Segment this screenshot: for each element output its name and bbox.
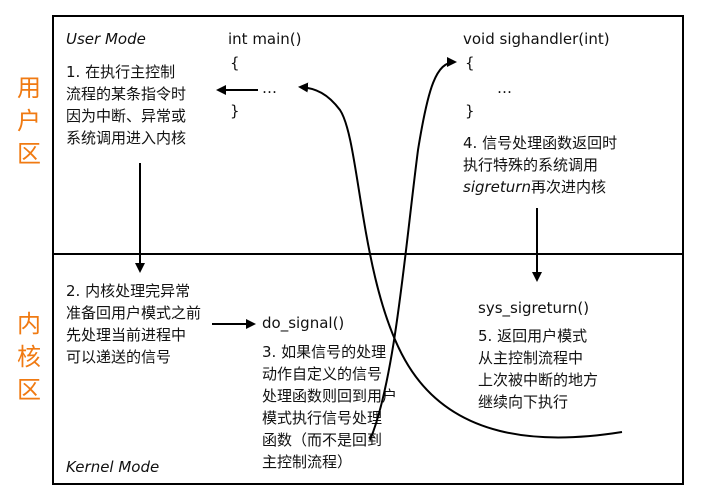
kernel-area-char-1: 内 bbox=[17, 310, 41, 338]
kernel-area-label: 内 核 区 bbox=[14, 308, 44, 407]
step-3-line-3: 处理函数则回到用户 bbox=[262, 387, 398, 405]
main-close-brace: } bbox=[230, 102, 240, 120]
step-4-tail: 再次进内核 bbox=[530, 178, 606, 196]
step-3-line-1: 3. 如果信号的处理 bbox=[262, 343, 387, 361]
main-open-brace: { bbox=[230, 54, 240, 72]
main-ellipsis: … bbox=[262, 79, 277, 97]
step-5-line-4: 继续向下执行 bbox=[478, 393, 569, 411]
step-1-line-2: 流程的某条指令时 bbox=[66, 85, 187, 103]
step-5-line-2: 从主控制流程中 bbox=[478, 349, 584, 367]
arrow-to-sighandler bbox=[369, 57, 457, 441]
user-mode-label: User Mode bbox=[66, 30, 146, 48]
arrow-return-main bbox=[298, 82, 623, 439]
step-3-text: 3. 如果信号的处理 动作自定义的信号 处理函数则回到用户 模式执行信号处理 函… bbox=[262, 341, 397, 473]
user-area-label: 用 户 区 bbox=[14, 72, 44, 171]
step-3-line-4: 模式执行信号处理 bbox=[262, 409, 383, 427]
step-2-line-4: 可以递送的信号 bbox=[66, 348, 172, 366]
kernel-mode-label: Kernel Mode bbox=[66, 458, 160, 476]
sighandler-open-brace: { bbox=[465, 54, 475, 72]
step-4-line-2: 执行特殊的系统调用 bbox=[463, 156, 599, 174]
step-5-text: 5. 返回用户模式 从主控制流程中 上次被中断的地方 继续向下执行 bbox=[478, 325, 598, 413]
do-signal-label: do_signal() bbox=[262, 314, 345, 332]
sighandler-ellipsis: … bbox=[497, 79, 512, 97]
sys-sigreturn-label: sys_sigreturn() bbox=[478, 299, 590, 317]
step-4-text: 4. 信号处理函数返回时 执行特殊的系统调用 sigreturn再次进内核 bbox=[463, 132, 617, 198]
kernel-area-char-3: 区 bbox=[17, 376, 41, 404]
step-3-line-5: 函数（而不是回到 bbox=[262, 431, 383, 449]
mode-divider bbox=[52, 253, 684, 255]
step-1-line-3: 因为中断、异常或 bbox=[66, 107, 187, 125]
step-2-line-3: 先处理当前进程中 bbox=[66, 326, 187, 344]
step-1-text: 1. 在执行主控制 流程的某条指令时 因为中断、异常或 系统调用进入内核 bbox=[66, 61, 186, 149]
sigreturn-term: sigreturn bbox=[463, 178, 531, 196]
user-area-char-2: 户 bbox=[17, 107, 41, 135]
step-2-text: 2. 内核处理完异常 准备回用户模式之前 先处理当前进程中 可以递送的信号 bbox=[66, 280, 201, 368]
step-1-line-1: 1. 在执行主控制 bbox=[66, 63, 176, 81]
main-signature: int main() bbox=[228, 30, 302, 48]
step-3-line-2: 动作自定义的信号 bbox=[262, 365, 383, 383]
sighandler-signature: void sighandler(int) bbox=[463, 30, 610, 48]
diagram-frame bbox=[52, 15, 684, 485]
step-5-line-3: 上次被中断的地方 bbox=[478, 371, 599, 389]
step-2-line-1: 2. 内核处理完异常 bbox=[66, 282, 191, 300]
kernel-area-char-2: 核 bbox=[17, 343, 41, 371]
step-2-line-2: 准备回用户模式之前 bbox=[66, 304, 202, 322]
user-area-char-3: 区 bbox=[17, 140, 41, 168]
step-3-line-6: 主控制流程） bbox=[262, 453, 353, 471]
user-area-char-1: 用 bbox=[17, 74, 41, 102]
step-1-line-4: 系统调用进入内核 bbox=[66, 129, 187, 147]
sighandler-close-brace: } bbox=[465, 102, 475, 120]
step-4-line-3: sigreturn再次进内核 bbox=[463, 176, 617, 198]
step-5-line-1: 5. 返回用户模式 bbox=[478, 327, 588, 345]
step-4-line-1: 4. 信号处理函数返回时 bbox=[463, 134, 618, 152]
